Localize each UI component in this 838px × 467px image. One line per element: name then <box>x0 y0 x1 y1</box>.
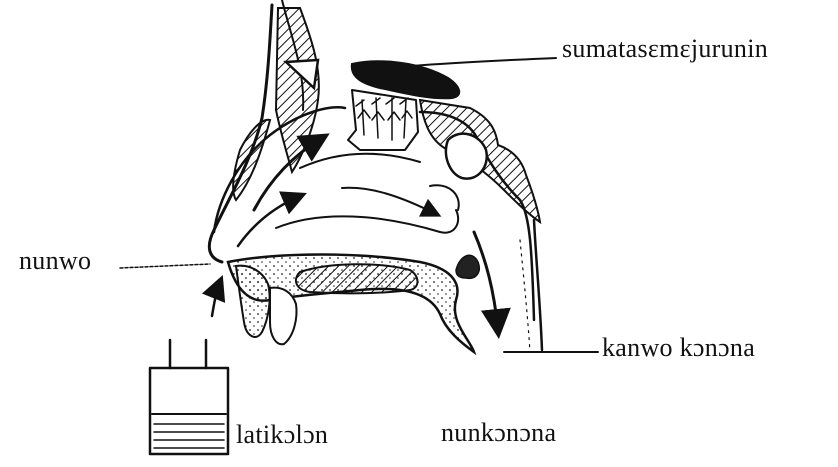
nostril-label: nunwo <box>19 246 91 276</box>
throat-label: kanwo kɔnɔna <box>602 333 755 363</box>
frontal-bone <box>276 8 319 172</box>
container-label: latikɔlɔn <box>236 420 328 450</box>
sphenoid-sinus <box>446 134 487 179</box>
adenoid <box>456 255 479 278</box>
mouth-label: nunkɔnɔna <box>441 418 556 448</box>
nasal-cartilage <box>233 120 270 200</box>
olfactory-label: sumatasɛmɛjurunin <box>562 34 768 64</box>
turbinates <box>276 154 459 233</box>
scent-container <box>150 340 228 454</box>
